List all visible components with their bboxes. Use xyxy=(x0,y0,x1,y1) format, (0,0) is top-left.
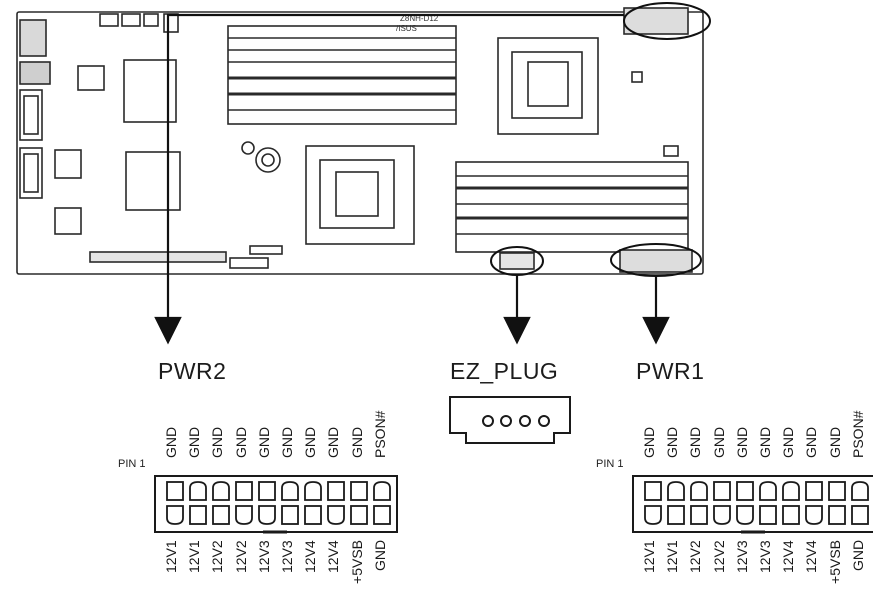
pin-label: GND xyxy=(803,426,820,458)
pin-label: GND xyxy=(371,540,388,572)
pwr2-arrow-icon xyxy=(154,316,182,345)
pin-label: PSON# xyxy=(371,410,388,458)
pin-label: GND xyxy=(232,426,249,458)
pin-label: GND xyxy=(641,426,657,458)
ez-plug-pin xyxy=(519,415,531,427)
pin-label: 12V3 xyxy=(255,540,272,573)
pwr1-arrow-icon xyxy=(642,316,670,345)
pwr1-connector xyxy=(632,475,873,534)
pin-label: 12V2 xyxy=(687,540,704,573)
pin-label: GND xyxy=(664,426,681,458)
board-brand-text: /ISUS xyxy=(396,24,417,33)
board-outline xyxy=(16,11,704,275)
pin-label: GND xyxy=(710,426,727,458)
pin-label: 12V4 xyxy=(302,540,319,573)
pin-label: 12V2 xyxy=(710,540,727,573)
pin-label: 12V1 xyxy=(664,540,681,573)
pin-label: PSON# xyxy=(849,410,866,458)
pin-label: 12V2 xyxy=(209,540,226,573)
pin-label: 12V1 xyxy=(641,540,657,573)
pin-label: 12V1 xyxy=(186,540,203,573)
pin-label: GND xyxy=(348,426,365,458)
pin-label: 12V3 xyxy=(733,540,750,573)
pwr2-leader-line xyxy=(166,13,624,322)
pwr2-title: PWR2 xyxy=(158,358,227,384)
pin-label: 12V3 xyxy=(278,540,295,573)
pwr2-bottom-pin-labels: 12V1 12V1 12V2 12V2 12V3 12V3 12V4 12V4 … xyxy=(160,540,392,584)
pin-label: GND xyxy=(325,426,342,458)
pin-label: GND xyxy=(780,426,797,458)
pin-label: GND xyxy=(756,426,773,458)
pin-label: +5VSB xyxy=(826,540,843,584)
pin-label: GND xyxy=(209,426,226,458)
ez-plug-pin xyxy=(538,415,550,427)
pin-label: GND xyxy=(687,426,704,458)
pwr1-pin1-label: PIN 1 xyxy=(596,458,624,470)
pwr1-title: PWR1 xyxy=(636,358,705,384)
pin-label: GND xyxy=(733,426,750,458)
pin-label: 12V3 xyxy=(756,540,773,573)
pwr1-top-pin-labels: GND GND GND GND GND GND GND GND GND PSON… xyxy=(638,398,870,458)
pin-label: 12V4 xyxy=(803,540,820,573)
pwr2-top-pin-labels: GND GND GND GND GND GND GND GND GND PSON… xyxy=(160,398,392,458)
pwr2-pin1-label: PIN 1 xyxy=(118,458,146,470)
ez-plug-title: EZ_PLUG xyxy=(450,358,559,384)
pin-label: 12V4 xyxy=(325,540,342,573)
pwr1-bottom-pin-labels: 12V1 12V1 12V2 12V2 12V3 12V3 12V4 12V4 … xyxy=(638,540,870,584)
pin-label: GND xyxy=(255,426,272,458)
ez-plug-arrow-icon xyxy=(503,316,531,345)
board-model-text: Z8NH-D12 xyxy=(400,14,439,23)
pwr2-connector xyxy=(154,475,398,534)
pin-label: 12V1 xyxy=(163,540,179,573)
pin-label: GND xyxy=(826,426,843,458)
pin-label: GND xyxy=(302,426,319,458)
pin-label: 12V4 xyxy=(780,540,797,573)
pin-label: +5VSB xyxy=(348,540,365,584)
ez-plug-pin xyxy=(482,415,494,427)
pin-label: GND xyxy=(186,426,203,458)
pin-label: GND xyxy=(163,426,179,458)
pin-label: 12V2 xyxy=(232,540,249,573)
ez-plug-pin xyxy=(500,415,512,427)
ez-plug-connector xyxy=(449,396,571,444)
pin-label: GND xyxy=(278,426,295,458)
pin-label: GND xyxy=(849,540,866,572)
